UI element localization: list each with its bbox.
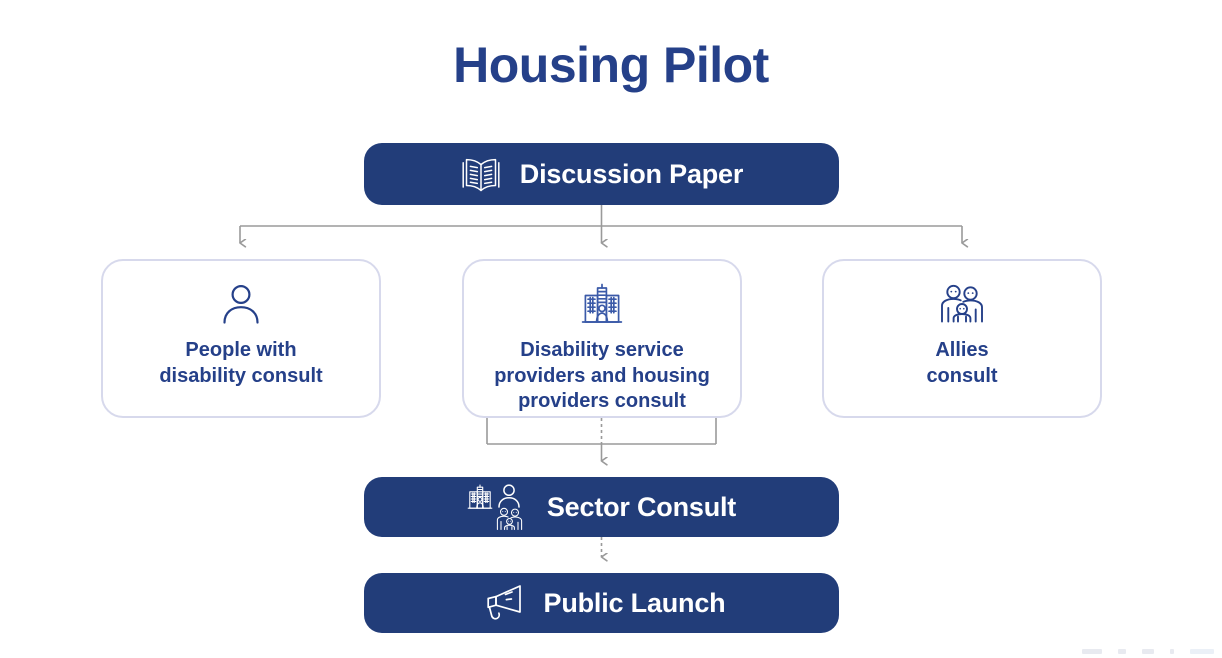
page-title: Housing Pilot bbox=[453, 37, 769, 93]
connector-consults-to-sector bbox=[486, 418, 717, 461]
node-label: Discussion Paper bbox=[519, 158, 744, 189]
node-label: Allies consult bbox=[926, 339, 998, 387]
megaphone-icon bbox=[478, 582, 526, 624]
artifact-mark bbox=[1118, 648, 1126, 654]
artifact-mark bbox=[1170, 648, 1174, 654]
artifact-mark bbox=[1142, 648, 1154, 654]
building-person-family-icon bbox=[467, 483, 529, 531]
node-label: Sector Consult bbox=[546, 491, 737, 522]
person-icon bbox=[218, 283, 264, 330]
node-label: Public Launch bbox=[543, 587, 726, 618]
node-public-launch[interactable]: Public Launch bbox=[364, 573, 839, 633]
connector-discussion-to-consults bbox=[240, 205, 962, 243]
node-discussion-paper[interactable]: Discussion Paper bbox=[364, 143, 839, 205]
node-people-with-disability-consult[interactable]: People with disability consult bbox=[101, 259, 381, 418]
node-label: People with disability consult bbox=[159, 339, 323, 387]
artifact-mark bbox=[1190, 648, 1214, 654]
artifact-mark bbox=[1082, 648, 1102, 654]
node-allies-consult[interactable]: Allies consult bbox=[822, 259, 1102, 418]
node-disability-service-providers-consult[interactable]: Disability service providers and housing… bbox=[462, 259, 742, 418]
node-label: Disability service providers and housing… bbox=[494, 339, 710, 413]
open-book-icon bbox=[460, 155, 502, 193]
family-group-icon bbox=[936, 283, 988, 330]
node-sector-consult[interactable]: Sector Consult bbox=[364, 477, 839, 537]
bottom-edge-artifact bbox=[1064, 646, 1214, 656]
building-icon bbox=[579, 283, 625, 330]
